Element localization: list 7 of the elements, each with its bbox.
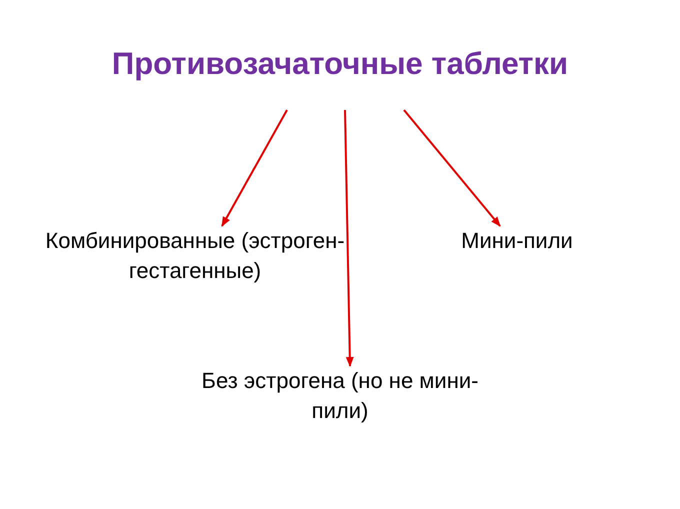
title-text: Противозачаточные таблетки	[40, 44, 640, 110]
category-label: Без эстрогена (но не мини-пили)	[200, 366, 480, 426]
arrow	[221, 110, 288, 227]
category-label: Комбинированные (эстроген-гестагенные)	[45, 226, 345, 286]
arrow	[403, 109, 501, 227]
category-label: Мини-пили	[437, 226, 597, 256]
arrow	[344, 110, 354, 367]
